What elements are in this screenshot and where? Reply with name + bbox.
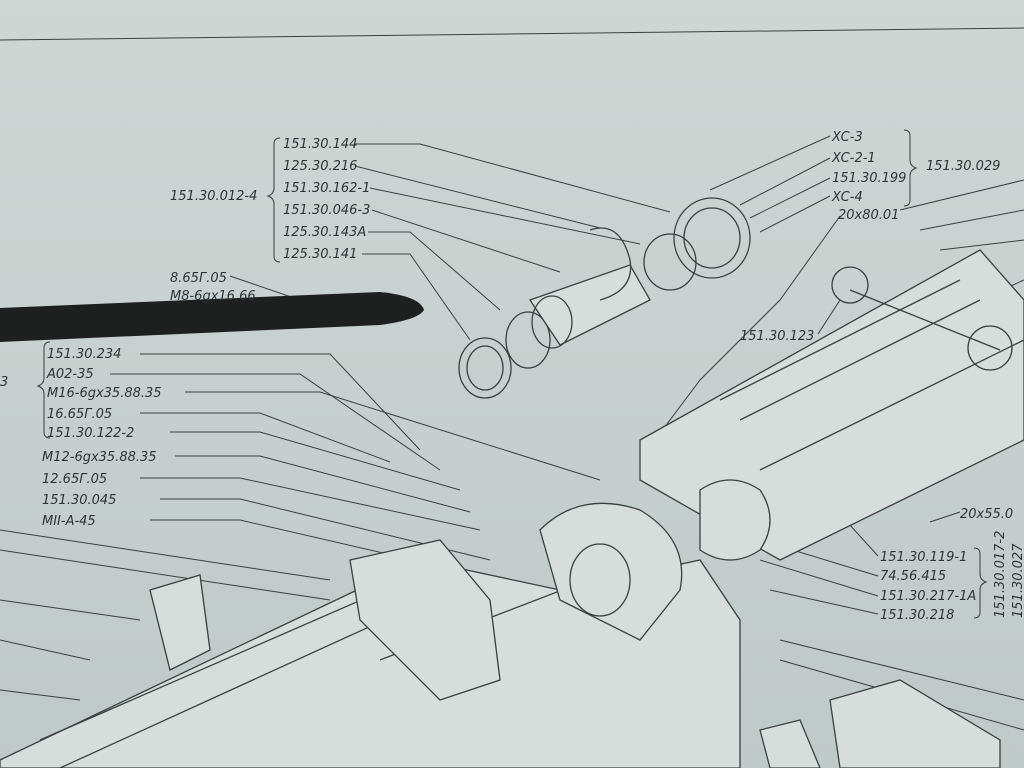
label-assembly-bottom-right-2: 151.30.027 [1011, 543, 1024, 618]
part-label: 16.65Г.05 [47, 407, 112, 422]
pen-pointer [0, 292, 424, 342]
part-label: 74.56.415 [880, 569, 946, 584]
label-assembly-bottom-right: 151.30.017-2 [993, 531, 1008, 618]
bracket-bottom-right [973, 547, 988, 619]
label-assembly-left: 3 [0, 375, 8, 390]
part-label: 125.30.216 [283, 159, 357, 174]
bracket-right-group [903, 129, 918, 207]
label-assembly-top: 151.30.012-4 [170, 189, 257, 204]
part-label: M16-6gx35.88.35 [47, 386, 162, 401]
part-label: 151.30.162-1 [283, 181, 370, 196]
part-label: 20x80.01 [838, 208, 899, 223]
part-label: 20x55.0 [960, 507, 1013, 522]
part-label: XC-3 [831, 130, 863, 145]
part-label: 125.30.143A [283, 225, 366, 240]
bracket-left-group [36, 341, 51, 439]
page-border-line [0, 27, 1024, 41]
part-label: 151.30.119-1 [880, 550, 967, 565]
part-label: 151.30.123 [740, 329, 814, 344]
part-label: MII-A-45 [42, 514, 96, 529]
part-label: 151.30.045 [42, 493, 116, 508]
part-label: XC-2-1 [831, 151, 876, 166]
part-label: 8.65Г.05 [170, 271, 227, 286]
part-label: 151.30.217-1A [880, 589, 976, 604]
part-label: A02-35 [46, 367, 94, 382]
part-label: M12-6gx35.88.35 [42, 450, 157, 465]
part-label: 151.30.046-3 [283, 203, 370, 218]
leader-lines [0, 135, 1024, 731]
part-label: 125.30.141 [283, 247, 357, 262]
exploded-parts [0, 197, 1024, 768]
part-label: XC-4 [831, 190, 863, 205]
bracket-top-group [266, 137, 281, 263]
part-label: 12.65Г.05 [42, 472, 107, 487]
part-label: M8-6gx16.66 [170, 289, 256, 304]
part-label: 151.30.122-2 [47, 426, 134, 441]
part-label: 151.30.218 [880, 608, 954, 623]
label-assembly-right: 151.30.029 [926, 159, 1000, 174]
part-label: 151.30.144 [283, 137, 357, 152]
part-label: 151.30.199 [832, 171, 906, 186]
part-label: 151.30.234 [47, 347, 121, 362]
